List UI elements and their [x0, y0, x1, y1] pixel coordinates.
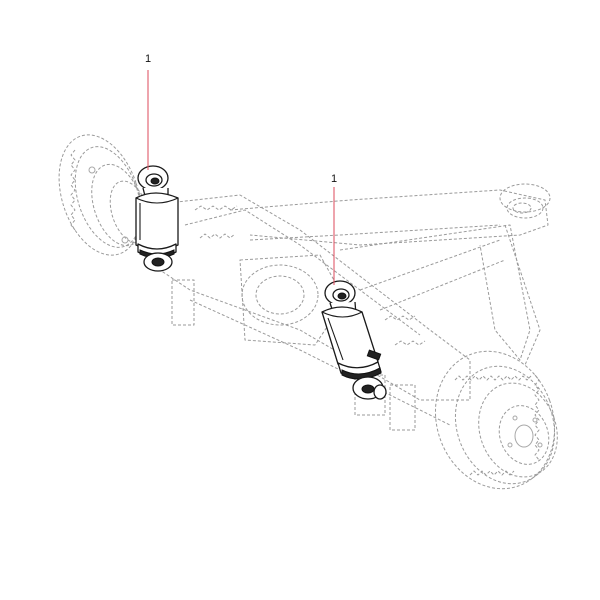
- callout-label: 1: [331, 173, 337, 185]
- callout-1-right: 1: [331, 173, 337, 285]
- cylinder-left: [135, 165, 179, 272]
- right-wheel-hub-ghost: [434, 350, 558, 490]
- callout-label: 1: [145, 53, 151, 65]
- cylinder-right: [321, 280, 387, 400]
- a-frame-ghost: [229, 183, 551, 366]
- callout-1-left: 1: [145, 53, 151, 170]
